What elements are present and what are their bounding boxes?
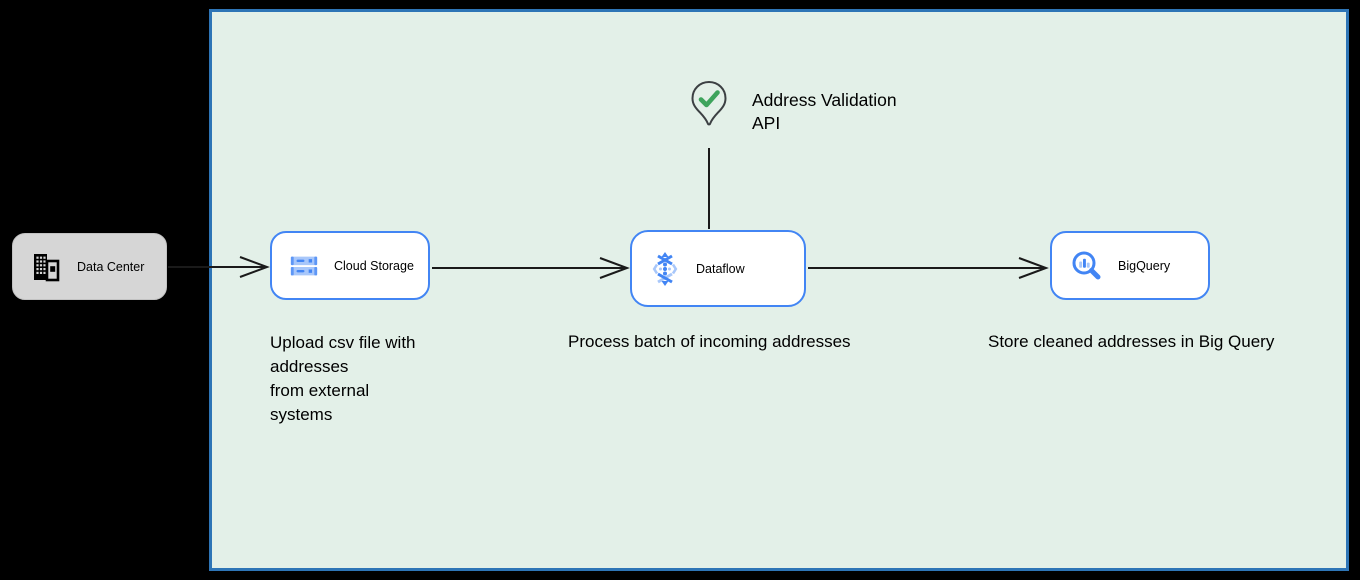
map-pin-check-icon	[691, 80, 727, 126]
node-label: Data Center	[77, 259, 145, 274]
node-dataflow[interactable]: Dataflow	[630, 230, 806, 307]
building-icon	[34, 253, 60, 281]
node-data-center[interactable]: Data Center	[12, 233, 167, 300]
node-label: Cloud Storage	[334, 258, 414, 273]
dataflow-icon	[652, 251, 678, 286]
cloud-storage-icon	[290, 256, 318, 275]
caption-store: Store cleaned addresses in Big Query	[988, 332, 1275, 351]
node-label: BigQuery	[1118, 258, 1171, 273]
caption-process: Process batch of incoming addresses	[568, 332, 851, 351]
bigquery-icon	[1072, 251, 1101, 279]
node-bigquery[interactable]: BigQuery	[1050, 231, 1210, 300]
node-label: Dataflow	[696, 261, 745, 276]
node-cloud-storage[interactable]: Cloud Storage	[270, 231, 430, 300]
caption-upload: Upload csv file with addresses from exte…	[270, 333, 416, 424]
api-label: Address Validation API	[752, 90, 897, 133]
